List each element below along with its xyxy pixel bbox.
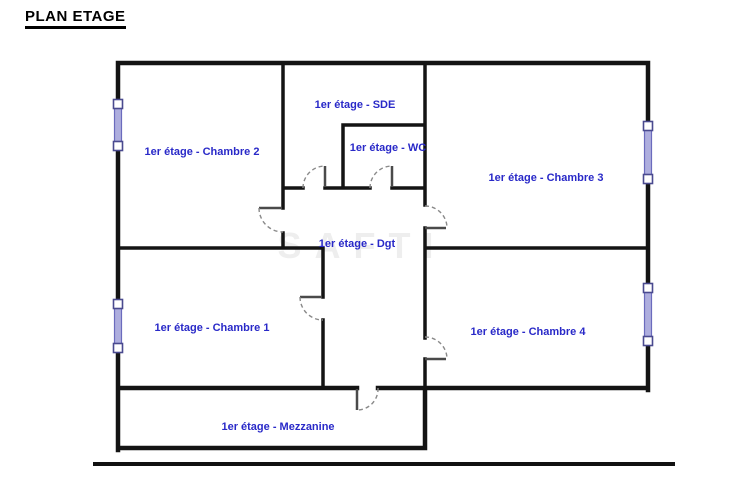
watermark-text: SAFTI: [278, 225, 447, 266]
page-title: PLAN ETAGE: [25, 8, 126, 29]
room-label-chambre-2: 1er étage - Chambre 2: [145, 146, 260, 158]
door-swing-chambre-1: [299, 296, 324, 321]
window-chambre-2: [112, 98, 124, 152]
door-swing-chambre-3: [424, 205, 448, 229]
door-swing-chambre-2: [258, 207, 284, 233]
room-label-sde: 1er étage - SDE: [315, 99, 396, 111]
window-chambre-4: [642, 282, 654, 347]
window-chambre-3: [642, 120, 654, 185]
room-label-chambre-4: 1er étage - Chambre 4: [471, 326, 587, 338]
window-chambre-1: [112, 298, 124, 354]
door-swing-wc: [369, 165, 393, 189]
door-swing-mezzanine: [356, 387, 379, 411]
door-leaves: [259, 166, 446, 410]
outer-walls: [115, 60, 651, 453]
room-label-dgt: 1er étage - Dgt: [319, 238, 396, 250]
interior-walls: [116, 61, 650, 390]
room-label-mezzanine: 1er étage - Mezzanine: [221, 421, 334, 433]
room-label-chambre-1: 1er étage - Chambre 1: [155, 322, 270, 334]
door-swing-sde: [302, 165, 326, 189]
room-label-wc: 1er étage - WC: [350, 142, 426, 154]
door-swing-chambre-4: [424, 336, 448, 360]
room-label-chambre-3: 1er étage - Chambre 3: [489, 172, 604, 184]
